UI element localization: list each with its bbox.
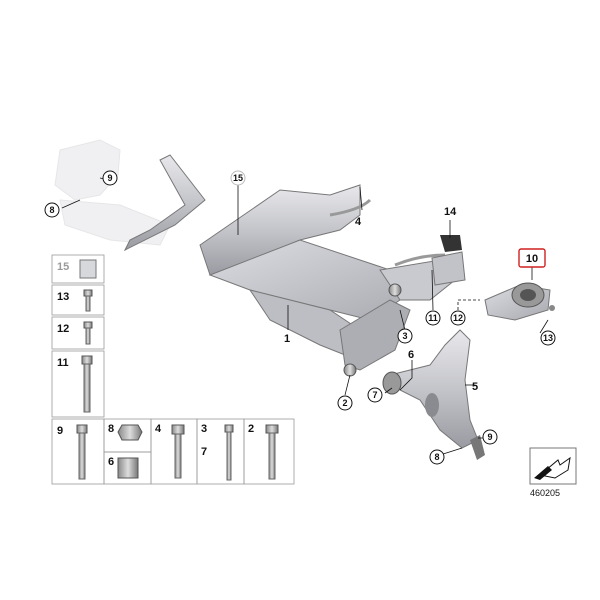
callout-14: 14 xyxy=(444,206,457,218)
callout-10: 10 xyxy=(526,253,538,265)
circle-9-bottom: 9 xyxy=(487,432,492,442)
panel-label-6: 6 xyxy=(108,456,114,468)
circle-7: 7 xyxy=(372,390,377,400)
circle-15-top: 15 xyxy=(233,173,243,183)
fastener-drawings xyxy=(76,259,279,481)
fastener-panel xyxy=(51,254,295,485)
circle-11: 11 xyxy=(428,313,438,323)
circle-callouts: 8 9 15 3 2 11 12 13 8 9 7 xyxy=(44,170,556,465)
circle-2: 2 xyxy=(342,398,347,408)
circle-13: 13 xyxy=(543,333,553,343)
panel-label-13: 13 xyxy=(57,291,69,303)
rubber-mount-10 xyxy=(484,282,555,321)
bracket-14 xyxy=(431,235,466,286)
panel-label-7: 7 xyxy=(201,446,207,458)
panel-label-11: 11 xyxy=(57,357,69,369)
callout-4: 4 xyxy=(355,216,362,228)
callout-5: 5 xyxy=(472,381,478,393)
panel-label-15: 15 xyxy=(57,261,69,273)
panel-label-2: 2 xyxy=(248,423,254,435)
circle-9-top: 9 xyxy=(107,173,112,183)
callout-leaders xyxy=(61,177,549,456)
reference-box xyxy=(529,447,577,485)
callout-6: 6 xyxy=(408,349,414,361)
control-arm-5 xyxy=(382,329,485,460)
callout-1: 1 xyxy=(284,333,290,345)
panel-label-9: 9 xyxy=(57,425,63,437)
panel-label-3: 3 xyxy=(201,423,207,435)
circle-12: 12 xyxy=(453,313,463,323)
circle-8-top: 8 xyxy=(49,205,54,215)
circle-3: 3 xyxy=(402,331,407,341)
panel-label-4: 4 xyxy=(155,423,162,435)
callout-10-box xyxy=(518,248,546,268)
panel-label-12: 12 xyxy=(57,323,69,335)
circle-8-bottom: 8 xyxy=(434,452,439,462)
front-axle-subframe xyxy=(123,154,456,377)
reference-code: 460205 xyxy=(530,488,560,498)
panel-label-8: 8 xyxy=(108,423,114,435)
